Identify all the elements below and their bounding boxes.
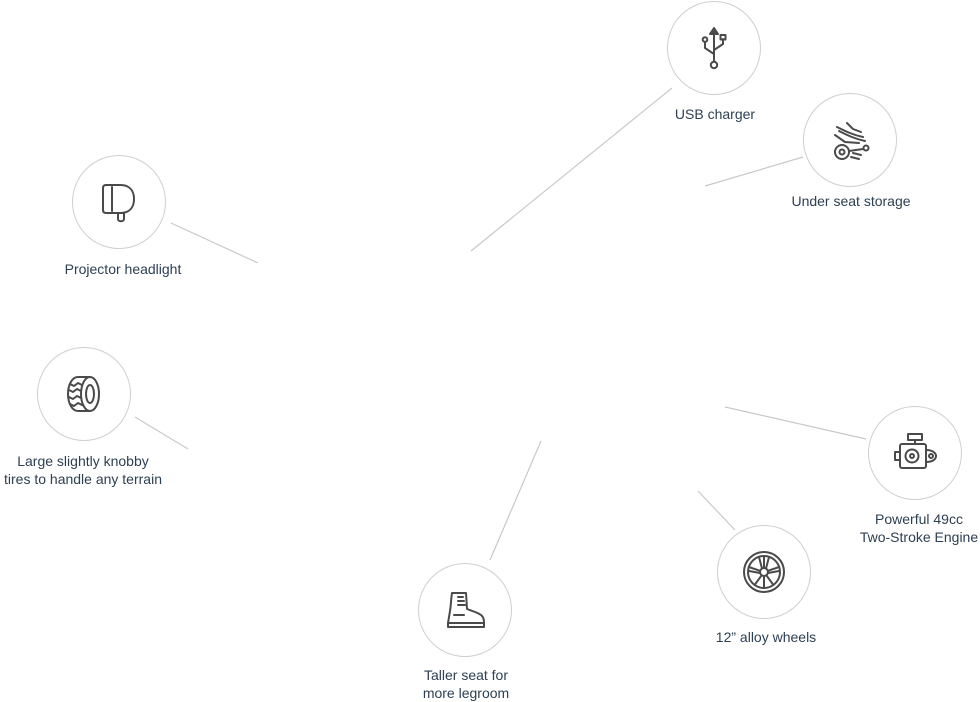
connector-wheels: [697, 490, 736, 531]
storage-label: Under seat storage: [791, 193, 911, 209]
boot-icon: [447, 592, 485, 628]
tire-circle: [37, 347, 131, 441]
alloy-wheel-icon: [743, 551, 785, 593]
tire-icon: [67, 376, 100, 412]
scooter-storage-icon: [834, 122, 870, 160]
engine-label: Powerful 49cc Two-Stroke Engine: [859, 511, 979, 545]
connector-headlight: [170, 222, 259, 264]
connector-seat: [489, 440, 542, 561]
storage-circle: [803, 93, 897, 187]
usb-icon: [701, 27, 727, 70]
engine-circle: [868, 406, 962, 500]
headlight-icon: [102, 184, 135, 223]
seat-circle: [418, 563, 512, 657]
headlight-circle: [72, 155, 166, 249]
tire-label: Large slightly knobby tires to handle an…: [4, 453, 162, 487]
wheels-label: 12” alloy wheels: [715, 629, 817, 645]
connector-tire: [134, 416, 189, 450]
usb-circle: [667, 1, 761, 95]
engine-icon: [894, 433, 937, 469]
wheels-circle: [717, 525, 811, 619]
headlight-label: Projector headlight: [64, 261, 182, 277]
connector-storage: [704, 156, 804, 187]
seat-label: Taller seat for more legroom: [422, 667, 510, 701]
usb-label: USB charger: [674, 106, 756, 122]
connector-usb: [470, 87, 673, 252]
connector-engine: [724, 406, 867, 440]
